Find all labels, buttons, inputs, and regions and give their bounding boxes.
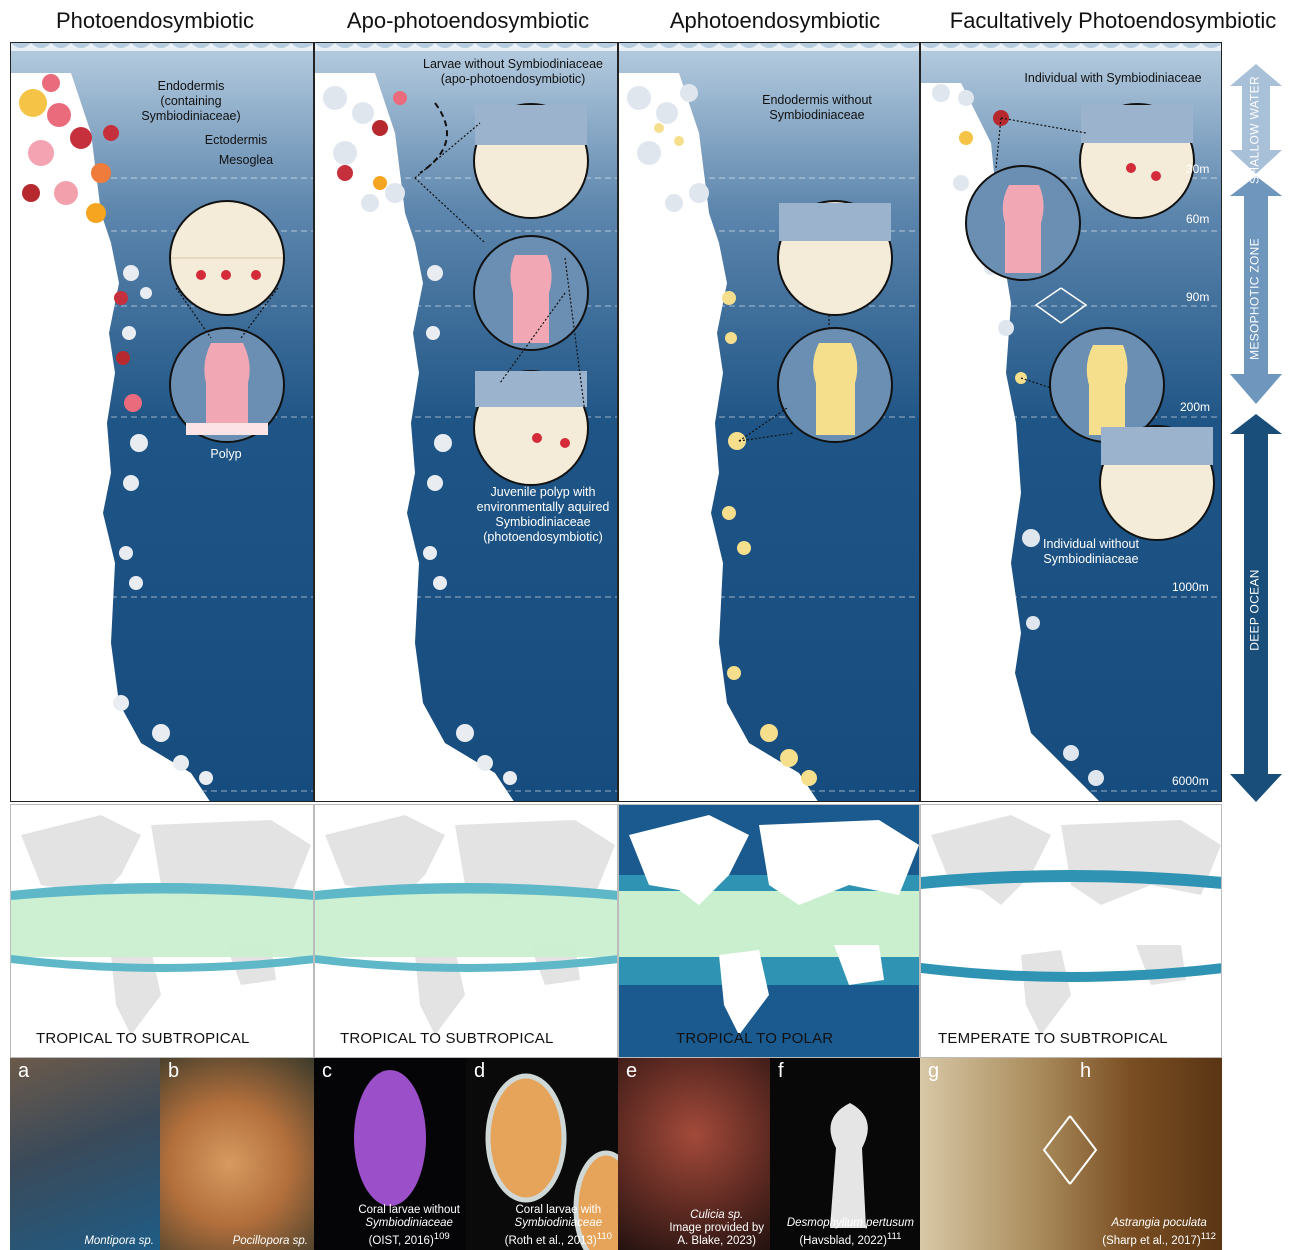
region-label-facultatively-photoendosymbiotic: TEMPERATE TO SUBTROPICAL — [938, 1030, 1168, 1047]
column-title-facultatively-photoendosymbiotic: Facultatively Photoendosymbiotic — [918, 8, 1308, 34]
ocean-illustration — [619, 43, 920, 802]
photo-letter: b — [168, 1060, 179, 1083]
label-individual-without: Individual without Symbiodiniaceae — [1031, 537, 1151, 567]
distribution-map-facultatively-photoendosymbiotic — [920, 804, 1222, 1058]
photo-letter: f — [778, 1060, 784, 1083]
column-title-photoendosymbiotic: Photoendosymbiotic — [30, 8, 280, 34]
photo-f: f Desmophyllum pertusum(Havsblad, 2022)1… — [770, 1058, 920, 1250]
label-mesoglea: Mesoglea — [206, 153, 286, 168]
world-map — [11, 805, 314, 1058]
photo-caption: Montipora sp. — [84, 1235, 154, 1248]
label-individual-with: Individual with Symbiodiniaceae — [1007, 71, 1219, 86]
photo-caption: Astrangia poculata(Sharp et al., 2017)11… — [1102, 1217, 1216, 1248]
label-endodermis-without: Endodermis without Symbiodiniaceae — [757, 93, 877, 123]
column-title-apo-photoendosymbiotic: Apo-photoendosymbiotic — [318, 8, 618, 34]
depth-panel-apo-photoendosymbiotic: Larvae without Symbiodiniaceae (apo-phot… — [314, 42, 618, 802]
photo-letter: a — [18, 1060, 29, 1083]
zone-label-mesophotic: MESOPHOTIC ZONE — [1232, 196, 1278, 402]
depth-panel-facultatively-photoendosymbiotic: Individual with Symbiodiniaceae Individu… — [920, 42, 1222, 802]
zone-label-deep-ocean: DEEP OCEAN — [1232, 440, 1278, 780]
column-title-aphotoendosymbiotic: Aphotoendosymbiotic — [630, 8, 920, 34]
label-polyp: Polyp — [196, 447, 256, 462]
label-endodermis: Endodermis (containing Symbiodiniaceae) — [141, 79, 241, 124]
distribution-map-photoendosymbiotic — [10, 804, 314, 1058]
photo-letter: h — [1080, 1060, 1091, 1083]
photo-g-h: g h Astrangia poculata(Sharp et al., 201… — [920, 1058, 1222, 1250]
label-juvenile-polyp: Juvenile polyp with environmentally aqui… — [473, 485, 613, 545]
ocean-illustration — [921, 43, 1222, 802]
photo-a: a Montipora sp. — [10, 1058, 160, 1250]
ocean-illustration — [315, 43, 618, 802]
zone-label-shallow-water: SHALLOW WATER — [1232, 90, 1278, 170]
photo-letter: g — [928, 1060, 939, 1083]
photo-letter: c — [322, 1060, 332, 1083]
region-label-apo-photoendosymbiotic: TROPICAL TO SUBTROPICAL — [340, 1030, 554, 1047]
photo-letter: d — [474, 1060, 485, 1083]
distribution-map-apo-photoendosymbiotic — [314, 804, 618, 1058]
world-map — [315, 805, 618, 1058]
label-larvae-without-symbiodiniaceae: Larvae without Symbiodiniaceae (apo-phot… — [407, 57, 618, 87]
depth-panel-photoendosymbiotic: Endodermis (containing Symbiodiniaceae) … — [10, 42, 314, 802]
depth-panel-aphotoendosymbiotic: Endodermis without Symbiodiniaceae — [618, 42, 920, 802]
world-map — [619, 805, 920, 1058]
region-label-aphotoendosymbiotic: TROPICAL TO POLAR — [676, 1030, 833, 1047]
region-label-photoendosymbiotic: TROPICAL TO SUBTROPICAL — [36, 1030, 250, 1047]
photo-caption: Desmophyllum pertusum(Havsblad, 2022)111 — [787, 1217, 914, 1248]
distribution-map-aphotoendosymbiotic — [618, 804, 920, 1058]
world-map — [921, 805, 1222, 1058]
photo-b: b Pocillopora sp. — [160, 1058, 314, 1250]
photo-caption: Pocillopora sp. — [233, 1235, 308, 1248]
label-ectodermis: Ectodermis — [196, 133, 276, 148]
photo-letter: e — [626, 1060, 637, 1083]
